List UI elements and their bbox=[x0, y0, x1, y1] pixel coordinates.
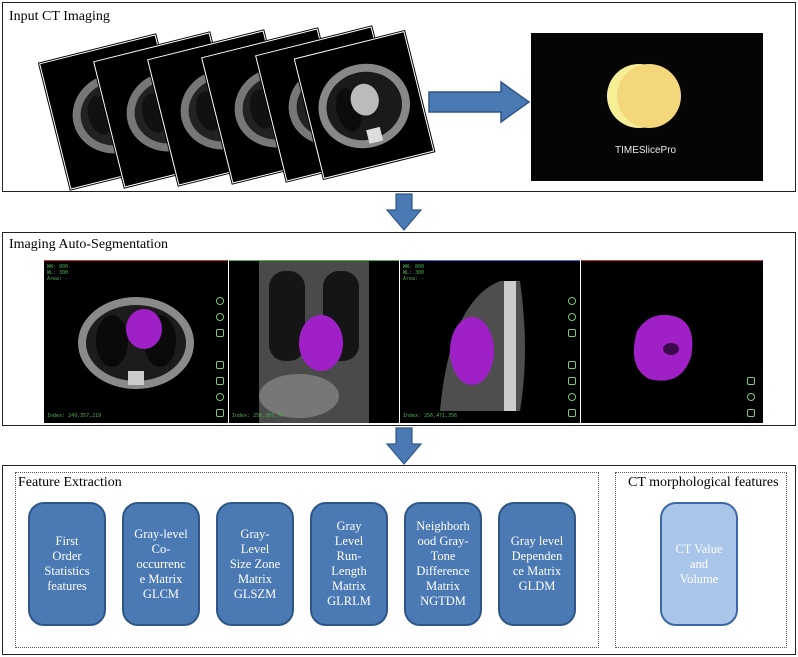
axial-ct-image bbox=[78, 297, 194, 389]
viewer-tool-icon[interactable] bbox=[216, 329, 224, 337]
viewer-tool-icon[interactable] bbox=[568, 329, 576, 337]
viewer-tool-icon[interactable] bbox=[216, 297, 224, 305]
feature-box-glcm: Gray-level Co- occurrenc e Matrix GLCM bbox=[122, 502, 200, 626]
viewer-info: WW: 800 WL: 300 Area: - bbox=[403, 264, 425, 282]
morphology-group: CT morphological features bbox=[615, 472, 787, 648]
axial-viewer: WW: 800 WL: 300 Area: - Index: 249,357,2… bbox=[44, 260, 228, 423]
viewer-tool-icon[interactable] bbox=[216, 409, 224, 417]
morphology-box: CT Value and Volume bbox=[660, 502, 738, 626]
viewer-tool-icon[interactable] bbox=[747, 393, 755, 401]
sagittal-viewer: WW: 800 WL: 300 Area: - Index: 256,471,3… bbox=[400, 260, 580, 423]
viewer-index: Index: 249,357,219 bbox=[47, 413, 102, 419]
viewer-tool-icon[interactable] bbox=[568, 313, 576, 321]
segmentation-title: Imaging Auto-Segmentation bbox=[9, 237, 169, 252]
input-ct-title: Input CT Imaging bbox=[9, 9, 110, 24]
viewer-index: Index: 256,471,356 bbox=[403, 413, 458, 419]
logo-circles-icon bbox=[607, 64, 681, 128]
3d-viewer bbox=[581, 260, 763, 423]
feature-extraction-title: Feature Extraction bbox=[18, 475, 122, 490]
viewer-tool-icon[interactable] bbox=[216, 313, 224, 321]
viewer-tool-icon[interactable] bbox=[568, 361, 576, 369]
down-arrow-icon bbox=[385, 193, 423, 231]
viewer-tool-icon[interactable] bbox=[747, 409, 755, 417]
3d-heart-render bbox=[633, 314, 693, 381]
feature-box-gldm: Gray level Dependen ce Matrix GLDM bbox=[498, 502, 576, 626]
input-ct-panel: Input CT Imaging TIMESlicePro bbox=[2, 2, 796, 192]
viewer-tool-icon[interactable] bbox=[216, 393, 224, 401]
viewer-tool-icon[interactable] bbox=[568, 409, 576, 417]
viewer-tool-icon[interactable] bbox=[568, 297, 576, 305]
viewer-info: WW: 800 WL: 300 Area: - bbox=[47, 264, 69, 282]
viewer-tool-icon[interactable] bbox=[216, 361, 224, 369]
coronal-ct-image bbox=[259, 261, 369, 423]
viewer-tool-icon[interactable] bbox=[568, 393, 576, 401]
coronal-viewer: Index: 256,365,79 bbox=[229, 260, 399, 423]
morphology-title: CT morphological features bbox=[628, 475, 779, 490]
viewer-index: Index: 256,365,79 bbox=[232, 413, 284, 419]
right-arrow-icon bbox=[428, 80, 531, 124]
feature-box-ngtdm: Neighborh ood Gray- Tone Difference Matr… bbox=[404, 502, 482, 626]
down-arrow-icon bbox=[385, 427, 423, 465]
timeslicepro-logo: TIMESlicePro bbox=[531, 33, 763, 181]
ct-slice-front bbox=[293, 31, 435, 179]
viewer-tool-icon[interactable] bbox=[747, 377, 755, 385]
viewer-tool-icon[interactable] bbox=[216, 377, 224, 385]
logo-text: TIMESlicePro bbox=[615, 145, 677, 156]
feature-extraction-group: Feature Extraction bbox=[15, 472, 599, 648]
feature-box-first-order: First Order Statistics features bbox=[28, 502, 106, 626]
viewer-tool-icon[interactable] bbox=[568, 377, 576, 385]
feature-box-glrlm: Gray Level Run- Length Matrix GLRLM bbox=[310, 502, 388, 626]
feature-box-glszm: Gray- Level Size Zone Matrix GLSZM bbox=[216, 502, 294, 626]
sagittal-ct-image bbox=[440, 281, 525, 411]
